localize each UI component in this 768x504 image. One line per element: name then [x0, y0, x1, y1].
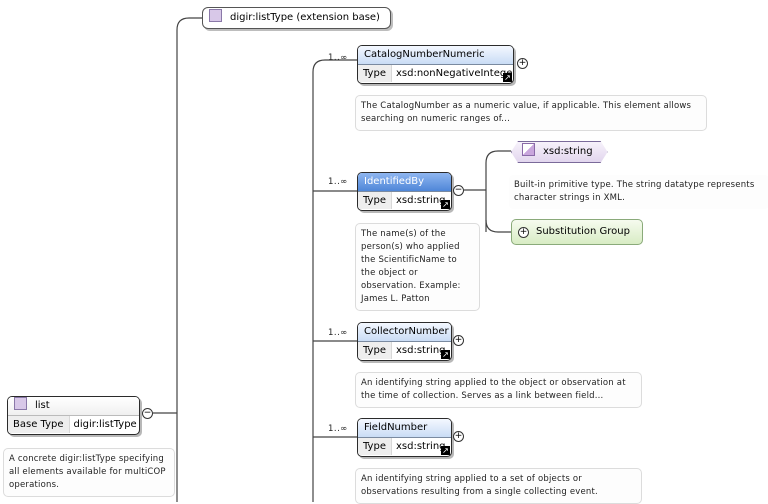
connector-spine [312, 59, 357, 502]
doc-simple-type: Built-in primitive type. The string data… [508, 174, 768, 210]
element-collectornumber[interactable]: CollectorNumber Type xsd:string ↗ [357, 322, 452, 361]
expand-type-icon[interactable]: ↗ [441, 350, 450, 359]
substitution-group[interactable]: +Substitution Group [511, 219, 643, 245]
complex-type-icon [209, 9, 222, 22]
extension-base[interactable]: digir:listType (extension base) [202, 7, 391, 29]
root-collapse-toggle[interactable]: − [142, 408, 153, 419]
expand-type-icon[interactable]: ↗ [441, 446, 450, 455]
doc-fieldnumber: An identifying string applied to a set o… [355, 468, 642, 504]
expand-substitution-icon[interactable]: + [518, 227, 529, 238]
collapse-toggle-identifiedby[interactable]: − [453, 185, 464, 196]
expand-toggle-catalognumbernumeric[interactable]: + [517, 58, 528, 69]
cardinality-collectornumber: 1..∞ [328, 328, 348, 338]
simple-type-xsd-string[interactable]: xsd:string [511, 141, 608, 163]
element-identifiedby[interactable]: IdentifiedBy Type xsd:string ↗ [357, 172, 452, 211]
doc-identifiedby: The name(s) of the person(s) who applied… [355, 223, 480, 311]
connector-extension [176, 17, 202, 502]
expand-type-icon[interactable]: ↗ [441, 200, 450, 209]
connector-substitution [485, 219, 511, 233]
expand-toggle-collectornumber[interactable]: + [453, 335, 464, 346]
connector-simpletype [485, 150, 511, 232]
expand-type-icon[interactable]: ↗ [503, 73, 512, 82]
root-documentation: A concrete digir:listType specifying all… [3, 448, 175, 497]
simple-type-icon [522, 143, 535, 156]
element-catalognumbernumeric[interactable]: CatalogNumberNumeric Type xsd:nonNegativ… [357, 45, 514, 84]
doc-collectornumber: An identifying string applied to the obj… [355, 372, 642, 408]
expand-toggle-fieldnumber[interactable]: + [453, 431, 464, 442]
element-icon [14, 397, 27, 410]
cardinality-identifiedby: 1..∞ [328, 177, 348, 187]
cardinality-catalognumbernumeric: 1..∞ [328, 53, 348, 63]
doc-catalognumbernumeric: The CatalogNumber as a numeric value, if… [355, 95, 707, 131]
cardinality-fieldnumber: 1..∞ [328, 424, 348, 434]
element-fieldnumber[interactable]: FieldNumber Type xsd:string ↗ [357, 418, 452, 457]
root-element-list[interactable]: list Base Type digir:listType [7, 396, 140, 435]
